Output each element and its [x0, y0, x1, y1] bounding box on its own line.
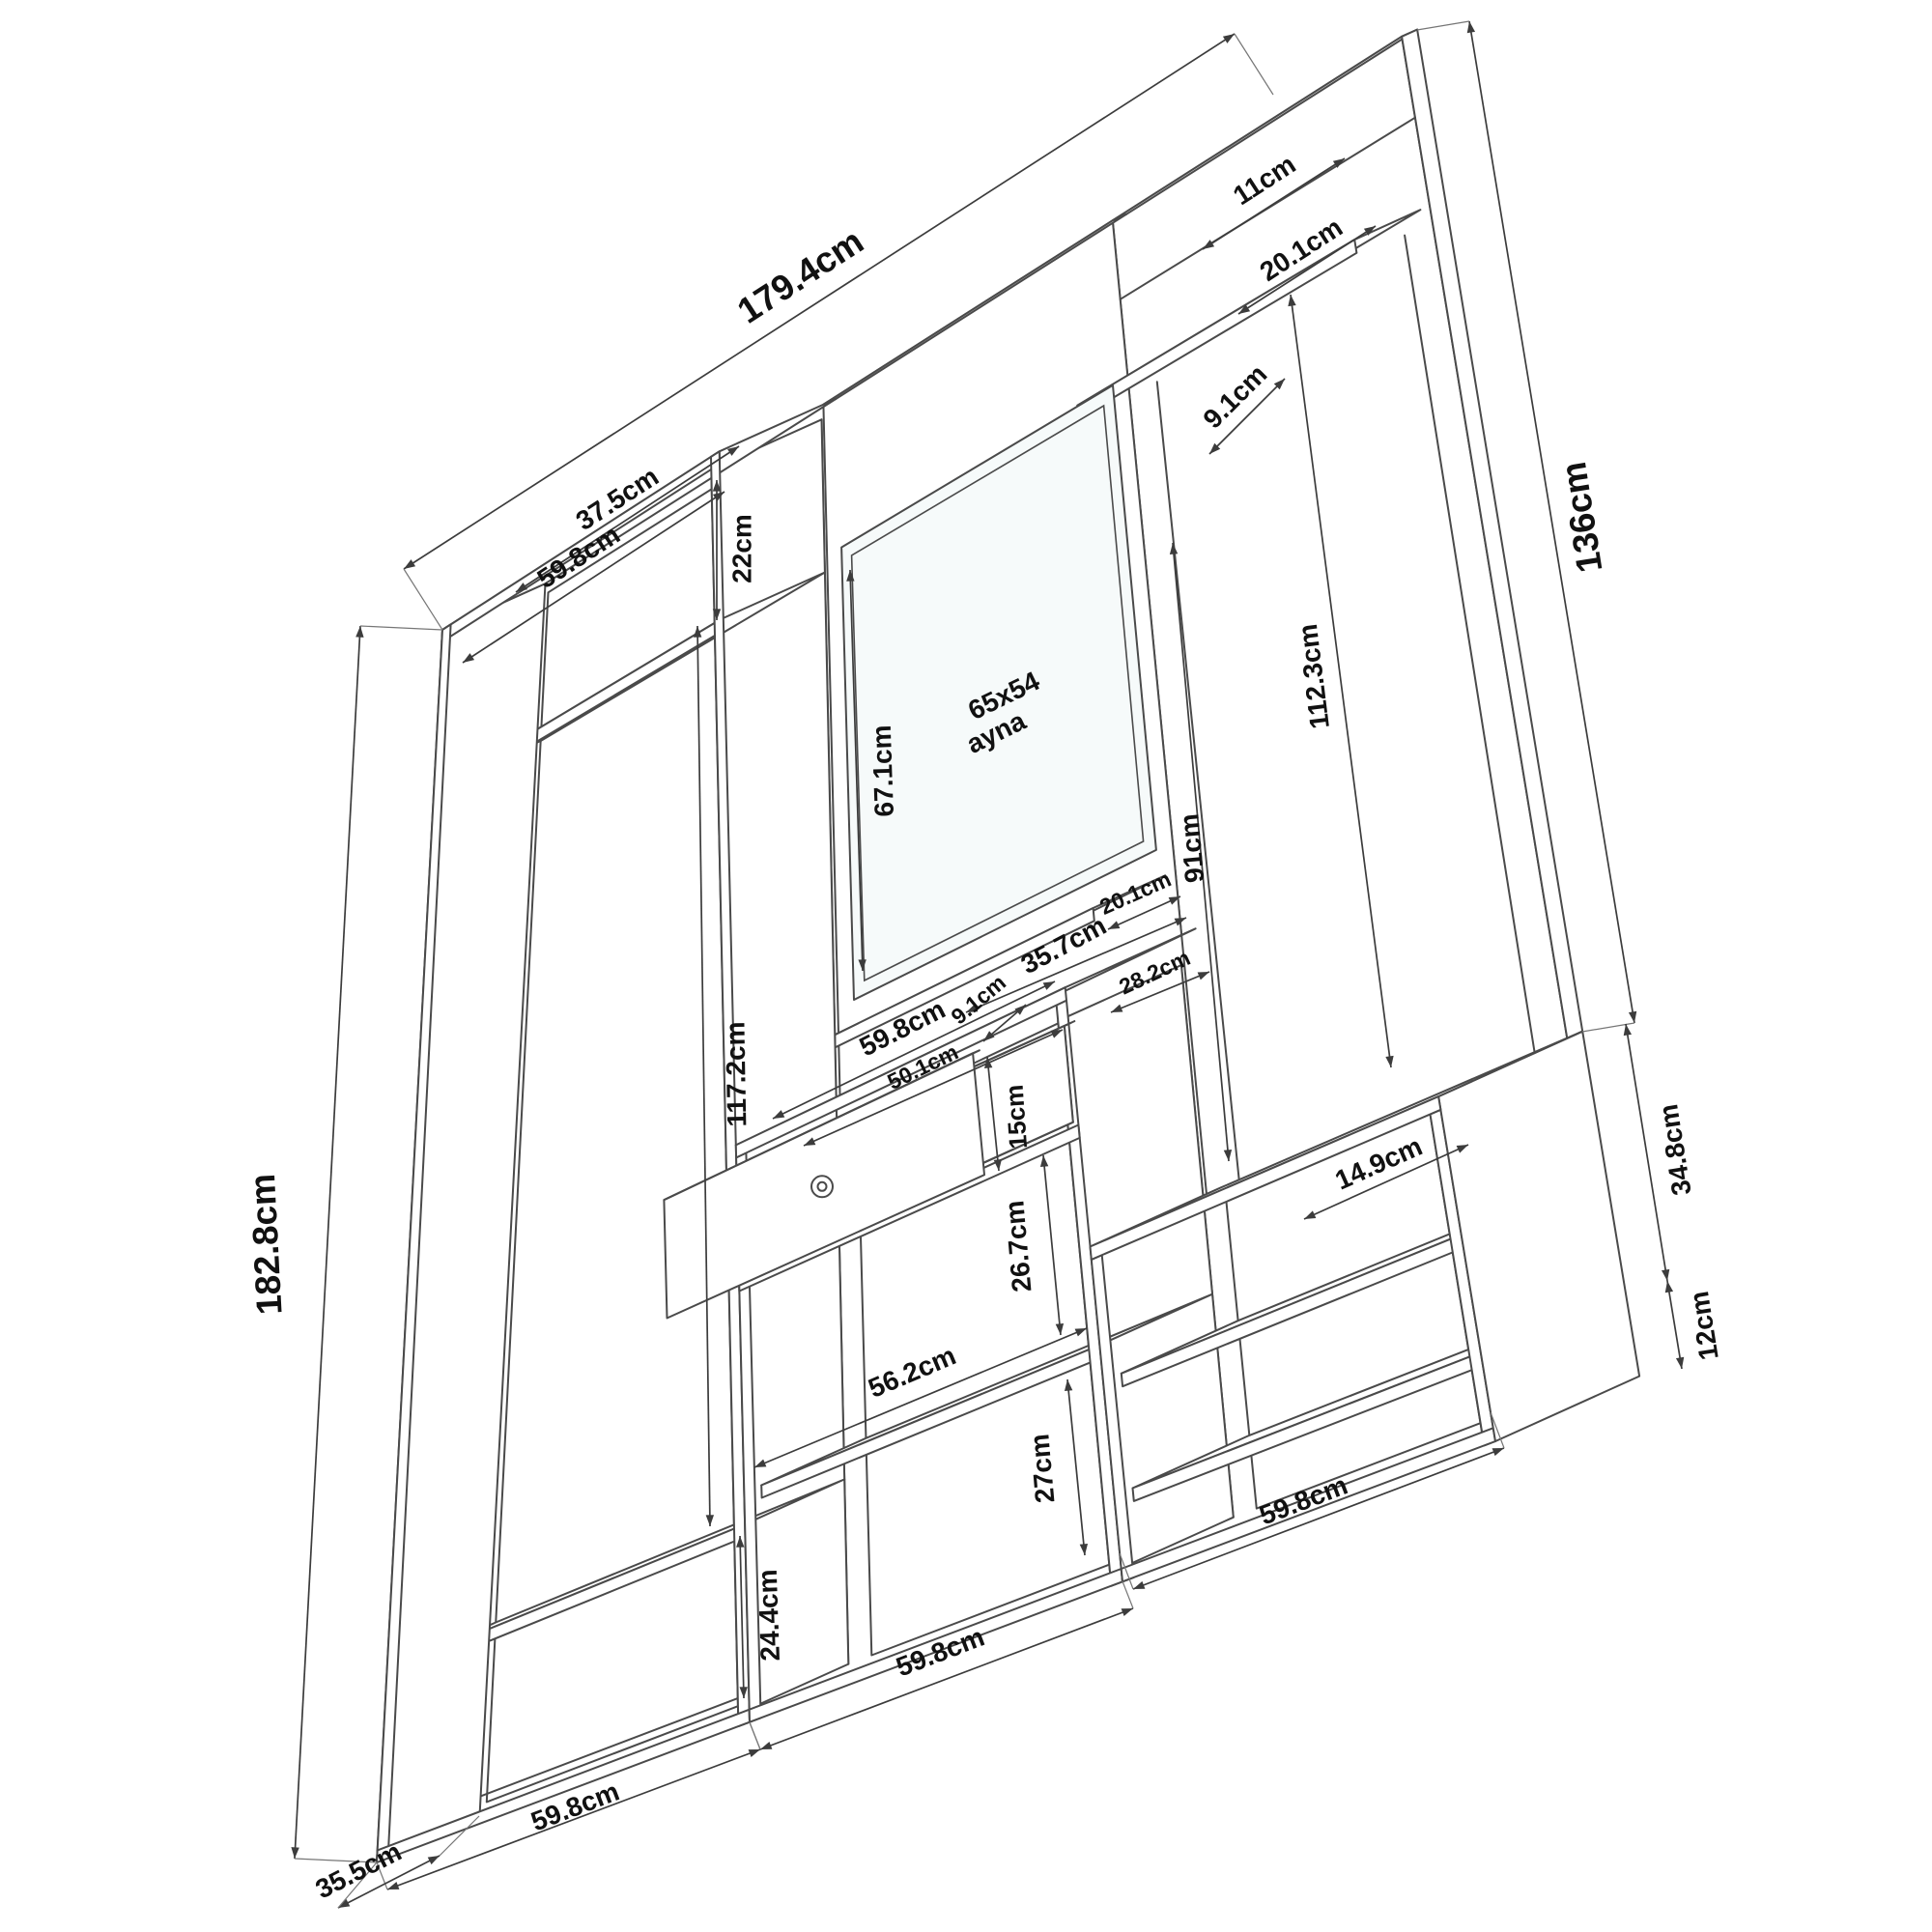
dimension-line: [462, 491, 725, 664]
dimension-lines-group: [291, 20, 1685, 1909]
extension-line: [1122, 1580, 1134, 1609]
dim-label-drawer-height: 15cm: [1000, 1084, 1034, 1150]
extension-line: [439, 1815, 480, 1857]
extension-line: [1490, 1411, 1505, 1449]
extension-line: [403, 568, 443, 631]
extension-line: [749, 1721, 761, 1750]
dimension-line: [1303, 1144, 1469, 1220]
dim-label-bench-upper: 34.8cm: [1653, 1102, 1696, 1198]
dimension-line: [1288, 294, 1394, 1068]
dimension-line: [1664, 1280, 1685, 1370]
dimension-line: [759, 1607, 1134, 1750]
dimension-line: [753, 1327, 1088, 1468]
dimension-line: [337, 1855, 440, 1909]
furniture-faces-group: [376, 28, 1641, 1863]
dimension-line: [386, 1748, 761, 1890]
dimension-line: [1466, 20, 1637, 1024]
dimension-line: [1169, 542, 1233, 1162]
dim-label-hanging-height: 117.2cm: [720, 1021, 752, 1127]
extension-line: [337, 1861, 378, 1909]
dim-label-left-bottom-comp: 24.4cm: [753, 1569, 785, 1662]
dim-label-left-top-section: 22cm: [726, 514, 756, 583]
dimension-line: [984, 1056, 1002, 1172]
dimension-line: [736, 1535, 748, 1699]
dimension-line: [1132, 1447, 1505, 1590]
dim-label-right-panel-height: 136cm: [1553, 459, 1610, 575]
dimension-line: [291, 625, 364, 1860]
dimension-line: [846, 569, 867, 972]
dim-label-total-width: 179.4cm: [730, 221, 870, 331]
dimension-line: [1208, 378, 1286, 455]
dimension-line: [1039, 1154, 1065, 1336]
extension-line: [1234, 33, 1274, 96]
extension-line: [359, 625, 443, 631]
dimension-line: [1623, 1023, 1670, 1282]
dim-label-mirror-panel-height: 67.1cm: [867, 724, 899, 817]
dim-label-unit-depth: 35.5cm: [311, 1836, 407, 1905]
dimension-line: [1237, 225, 1377, 315]
extension-line: [1416, 20, 1470, 31]
dim-label-right-inner-height: 91cm: [1174, 812, 1209, 884]
dimension-line: [803, 1029, 1064, 1147]
dimension-line: [693, 625, 715, 1527]
extension-line: [1119, 1552, 1134, 1590]
dimension-line: [1202, 157, 1346, 250]
dimension-line: [1110, 971, 1210, 1013]
drawer-knob-center: [816, 1180, 828, 1192]
dim-label-bench-lower: 12cm: [1684, 1290, 1724, 1363]
dim-label-mid-lower-comp: 27cm: [1024, 1433, 1060, 1504]
dim-label-total-height: 182.8cm: [242, 1173, 290, 1316]
